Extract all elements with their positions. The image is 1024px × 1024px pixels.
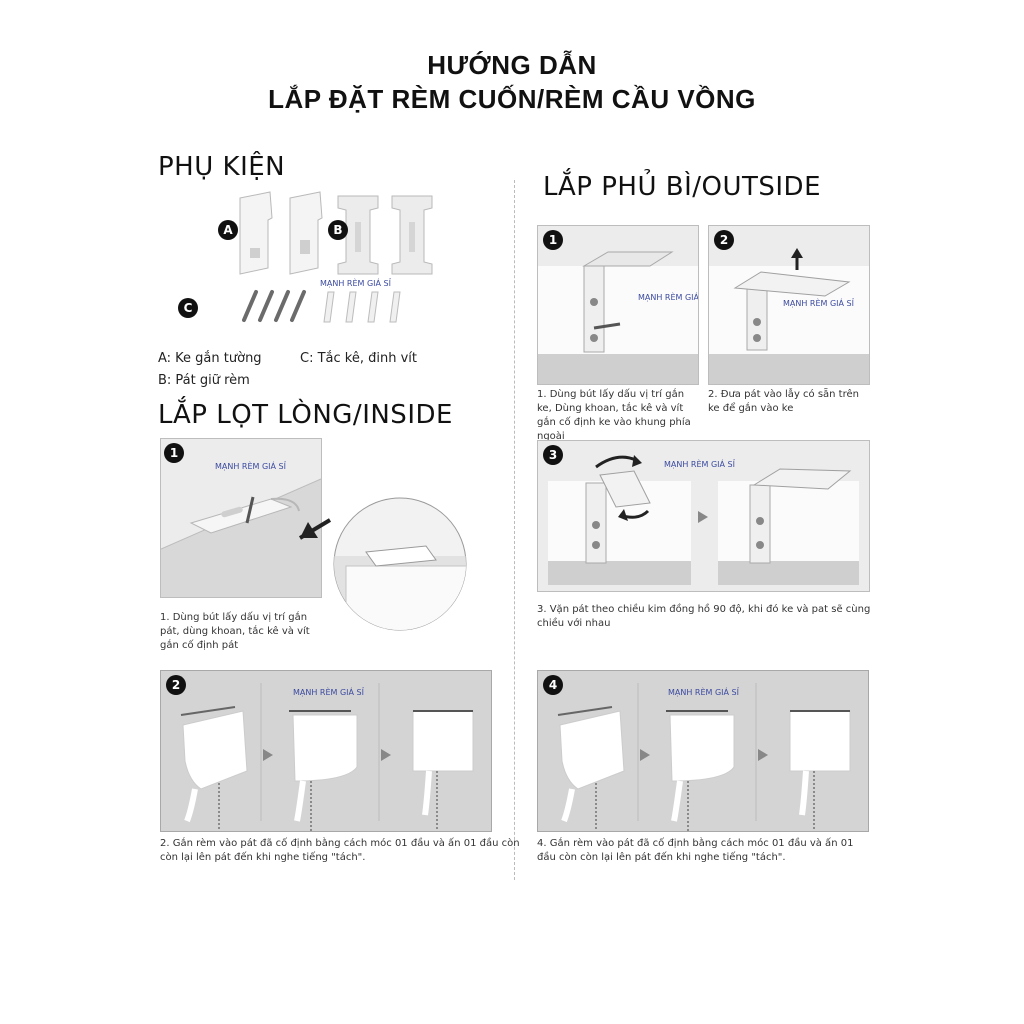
outside-step2-panel: MẠNH RÈM GIÁ SỈ bbox=[708, 225, 870, 385]
inside-step2-panel: MẠNH RÈM GIÁ SỈ bbox=[160, 670, 492, 832]
outside-step3-graphic: MẠNH RÈM GIÁ SỈ bbox=[548, 455, 859, 585]
outside-step1-caption: 1. Dùng bút lấy dấu vị trí gắn ke, Dùng … bbox=[537, 389, 691, 442]
legend-a: A: Ke gắn tường bbox=[158, 351, 262, 366]
roller-hooking-outside: MẠNH RÈM GIÁ SỈ bbox=[666, 686, 740, 831]
column-divider bbox=[514, 180, 515, 880]
outside-step1-panel: MẠNH RÈM GIÁ SỈ bbox=[537, 225, 699, 385]
accessories-graphic: MẠNH RÈM GIÁ SỈ bbox=[239, 191, 433, 323]
roller-tilted bbox=[180, 706, 248, 831]
wall-plugs-c bbox=[323, 291, 401, 323]
wall-bracket-a-2 bbox=[289, 191, 323, 275]
roller-installed bbox=[412, 710, 474, 831]
outside-step3-panel: MẠNH RÈM GIÁ SỈ bbox=[537, 440, 870, 592]
inside-step1-panel: MẠNH RÈM GIÁ SỈ bbox=[160, 438, 322, 598]
watermark-inside-step1: MẠNH RÈM GIÁ SỈ bbox=[215, 460, 287, 472]
screws-c bbox=[242, 290, 306, 322]
outside-step3-caption: 3. Vặn pát theo chiều kim đồng hồ 90 độ,… bbox=[537, 604, 871, 629]
outside-step4-caption-b: đầu còn còn lại lên pát đến khi nghe tiế… bbox=[537, 852, 786, 863]
roller-tilted-outside bbox=[557, 706, 625, 831]
inside-step2-graphic: MẠNH RÈM GIÁ SỈ bbox=[180, 683, 474, 831]
outside-step1-badge: 1 bbox=[543, 230, 563, 250]
legend-c: C: Tắc kê, đinh vít bbox=[300, 351, 417, 366]
inside-step2-caption-b: còn lại lên pát đến khi nghe tiếng "tách… bbox=[160, 852, 366, 863]
watermark-outside-step3: MẠNH RÈM GIÁ SỈ bbox=[664, 458, 736, 470]
outside-step2-badge: 2 bbox=[714, 230, 734, 250]
outside-step4-panel: MẠNH RÈM GIÁ SỈ bbox=[537, 670, 869, 832]
legend-b: B: Pát giữ rèm bbox=[158, 373, 250, 388]
outside-step4-caption-a: 4. Gắn rèm vào pát đã cố định bằng cách … bbox=[537, 838, 854, 849]
watermark-outside-step2: MẠNH RÈM GIÁ SỈ bbox=[783, 297, 855, 309]
watermark-inside-step2: MẠNH RÈM GIÁ SỈ bbox=[293, 686, 365, 698]
outside-step3-badge: 3 bbox=[543, 445, 563, 465]
accessories-illustration: MẠNH RÈM GIÁ SỈ bbox=[210, 188, 450, 338]
inside-zoom-graphic bbox=[298, 497, 467, 631]
outside-step2-caption: 2. Đưa pát vào lẫy có sẵn trên ke để gắn… bbox=[708, 389, 859, 414]
title-line-1: HƯỚNG DẪN bbox=[427, 50, 597, 80]
inside-step2-badge: 2 bbox=[166, 675, 186, 695]
watermark-accessories: MẠNH RÈM GIÁ SỈ bbox=[320, 277, 392, 289]
watermark-outside-step4: MẠNH RÈM GIÁ SỈ bbox=[668, 686, 740, 698]
roller-installed-outside bbox=[789, 710, 851, 831]
inside-step1-caption: 1. Dùng bút lấy dấu vị trí gắn pát, dùng… bbox=[160, 612, 310, 651]
watermark-outside-step1: MẠNH RÈM GIÁ SỈ bbox=[638, 291, 698, 303]
outside-step1-graphic: MẠNH RÈM GIÁ SỈ bbox=[538, 251, 698, 384]
accessories-heading: PHỤ KIỆN bbox=[158, 152, 286, 182]
wall-bracket-a-1 bbox=[239, 191, 273, 275]
outside-step4-badge: 4 bbox=[543, 675, 563, 695]
badge-b: B bbox=[328, 220, 348, 240]
inside-step2-caption-a: 2. Gắn rèm vào pát đã cố định bằng cách … bbox=[160, 838, 520, 849]
inside-step1-graphic: MẠNH RÈM GIÁ SỈ bbox=[161, 460, 321, 597]
inside-step1-badge: 1 bbox=[164, 443, 184, 463]
roller-hooking: MẠNH RÈM GIÁ SỈ bbox=[289, 686, 365, 831]
inside-zoom-detail bbox=[296, 494, 476, 634]
badge-a: A bbox=[218, 220, 238, 240]
title-line-2: LẮP ĐẶT RÈM CUỐN/RÈM CẦU VỒNG bbox=[268, 84, 756, 114]
outside-heading: LẮP PHỦ BÌ/OUTSIDE bbox=[543, 172, 822, 202]
holder-plate-b-1 bbox=[337, 195, 379, 275]
holder-plate-b-2 bbox=[391, 195, 433, 275]
outside-step4-graphic: MẠNH RÈM GIÁ SỈ bbox=[557, 683, 851, 831]
badge-c: C bbox=[178, 298, 198, 318]
inside-heading: LẮP LỌT LÒNG/INSIDE bbox=[158, 400, 453, 430]
outside-step2-graphic: MẠNH RÈM GIÁ SỈ bbox=[709, 248, 869, 384]
